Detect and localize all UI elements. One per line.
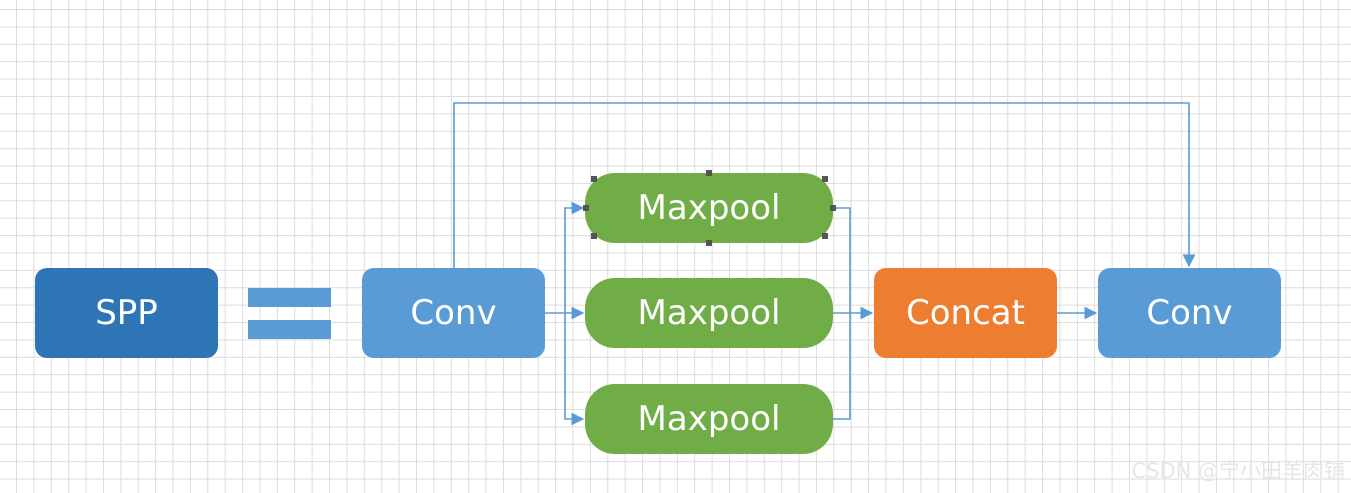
conv-input-block[interactable]: Conv	[362, 268, 545, 358]
selection-handle-middle-left[interactable]	[583, 205, 589, 211]
selection-handle-bottom-middle[interactable]	[706, 240, 712, 246]
conv-output-label: Conv	[1146, 293, 1233, 333]
selection-handle-middle-right[interactable]	[830, 205, 836, 211]
spp-block[interactable]: SPP	[35, 268, 218, 358]
conv-input-label: Conv	[410, 293, 497, 333]
spp-label: SPP	[95, 293, 158, 333]
skip-connection	[453, 102, 1196, 268]
edge-maxpool-3-to-concat	[833, 313, 851, 420]
maxpool-block-2[interactable]: Maxpool	[585, 278, 833, 348]
selection-handle-bottom-left[interactable]	[591, 233, 597, 239]
selection-handle-top-left[interactable]	[591, 176, 597, 182]
edge-conv-to-maxpool-3	[564, 313, 585, 426]
equals-sign-bottom-bar	[248, 320, 331, 339]
equals-sign-top-bar	[248, 288, 331, 307]
concat-block[interactable]: Concat	[874, 268, 1057, 358]
maxpool-3-label: Maxpool	[637, 399, 781, 439]
maxpool-block-3[interactable]: Maxpool	[585, 384, 833, 454]
selection-handle-bottom-right[interactable]	[822, 233, 828, 239]
selection-handle-top-right[interactable]	[822, 176, 828, 182]
watermark: CSDN @宁小田羊肉铺	[1131, 459, 1345, 483]
maxpool-2-label: Maxpool	[637, 293, 781, 333]
conv-output-block[interactable]: Conv	[1098, 268, 1281, 358]
maxpool-block-1[interactable]: Maxpool	[585, 173, 833, 243]
edge-maxpool-1-to-concat	[833, 207, 851, 313]
concat-label: Concat	[906, 293, 1025, 333]
selection-handle-top-middle[interactable]	[706, 170, 712, 176]
edge-conv-to-maxpool-1	[564, 201, 585, 313]
maxpool-1-label: Maxpool	[637, 188, 781, 228]
